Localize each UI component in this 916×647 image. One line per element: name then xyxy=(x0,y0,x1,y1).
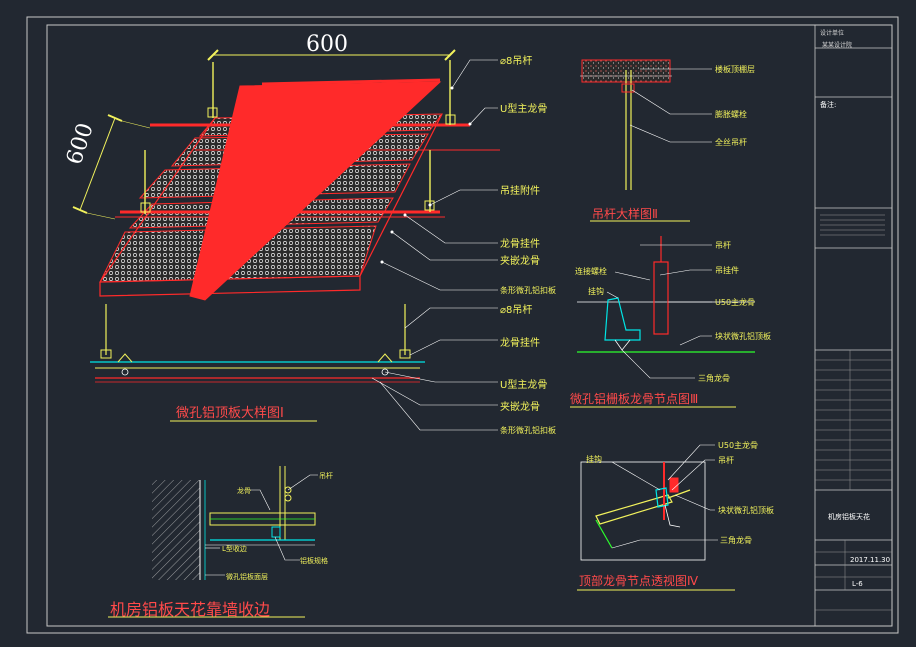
title-block-rows xyxy=(815,214,892,611)
fig3-label-hook: 挂钩 xyxy=(588,287,604,296)
fig4-label-u50: U50主龙骨 xyxy=(718,441,759,450)
tb-designer-title: 设计单位 xyxy=(820,30,845,37)
fig1-section-label-rod: ⌀8吊杆 xyxy=(500,305,533,316)
fig5-wall-edge xyxy=(152,466,318,580)
fig1-section-label-keel-hanger: 龙骨挂件 xyxy=(500,338,540,349)
fig2-rod-detail xyxy=(580,59,712,190)
fig1-title: 微孔铝顶板大样图Ⅰ xyxy=(176,406,284,421)
fig1-label-clip-keel: 夹嵌龙骨 xyxy=(500,256,540,267)
fig1-label-strip-panel: 条形微孔铝扣板 xyxy=(500,286,556,295)
fig5-label-l-edge: L型收边 xyxy=(222,545,247,553)
fig4-title: 顶部龙骨节点透视图Ⅳ xyxy=(579,574,699,588)
fig1-section xyxy=(90,304,425,383)
fig5-label-panel-note: 微孔铝板面层 xyxy=(226,573,268,581)
fig2-title: 吊杆大样图Ⅱ xyxy=(592,207,658,221)
fig3-keel-node xyxy=(577,236,755,379)
fig5-label-panel-spec: 铝板规格 xyxy=(300,557,328,565)
fig5-title: 机房铝板天花靠墙收边 xyxy=(110,600,271,619)
tb-sheet-no: L-6 xyxy=(852,580,863,588)
dimension-width: 600 xyxy=(306,32,348,57)
fig1-label-keel-hanger: 龙骨挂件 xyxy=(500,239,540,250)
fig3-label-u50: U50主龙骨 xyxy=(715,298,756,307)
fig5-label-keel: 龙骨 xyxy=(237,487,251,495)
fig1-label-hanger-acc: 吊挂附件 xyxy=(500,186,540,197)
fig3-label-hanger: 吊挂件 xyxy=(715,266,739,275)
outer-frame xyxy=(26,16,899,634)
fig1-section-label-strip-panel: 条形微孔铝扣板 xyxy=(500,426,556,435)
fig1-leaders xyxy=(381,59,498,291)
fig4-perspective xyxy=(580,444,718,561)
fig1-label-u-main: U型主龙骨 xyxy=(500,104,548,115)
fig4-label-panel: 块状微孔铝顶板 xyxy=(718,506,774,515)
fig1-main-keel xyxy=(189,81,442,301)
fig3-title: 微孔铝栅板龙骨节点图Ⅲ xyxy=(570,392,699,406)
fig1-section-label-clip-keel: 夹嵌龙骨 xyxy=(500,402,540,413)
fig5-label-rod: 吊杆 xyxy=(319,472,333,480)
fig1-isometric xyxy=(72,49,500,301)
fig3-label-panel: 块状微孔铝顶板 xyxy=(715,332,771,341)
fig2-label-slab: 楼板顶棚层 xyxy=(715,65,755,74)
fig2-label-threaded-rod: 全丝吊杆 xyxy=(715,138,747,147)
fig3-label-connector: 连接螺栓 xyxy=(575,267,607,276)
fig3-label-rod: 吊杆 xyxy=(715,241,731,250)
tb-drawing-name: 机房铝板天花 xyxy=(828,513,870,521)
tb-date: 2017.11.30 xyxy=(850,556,891,564)
fig2-label-bolt: 膨胀螺栓 xyxy=(715,110,747,119)
tb-company: 某某设计院 xyxy=(822,42,853,49)
fig4-label-rod: 吊杆 xyxy=(718,456,734,465)
fig4-label-hook: 挂钩 xyxy=(586,455,602,464)
fig1-section-leaders xyxy=(371,307,498,431)
tb-project-note: 备注: xyxy=(820,101,837,109)
fig1-section-label-u-main: U型主龙骨 xyxy=(500,380,548,391)
title-block-frame xyxy=(814,25,892,626)
fig3-label-tri-keel: 三角龙骨 xyxy=(698,374,730,383)
fig4-label-tri-keel: 三角龙骨 xyxy=(720,536,752,545)
inner-frame xyxy=(46,24,893,627)
fig1-label-rod: ⌀8吊杆 xyxy=(500,56,533,67)
